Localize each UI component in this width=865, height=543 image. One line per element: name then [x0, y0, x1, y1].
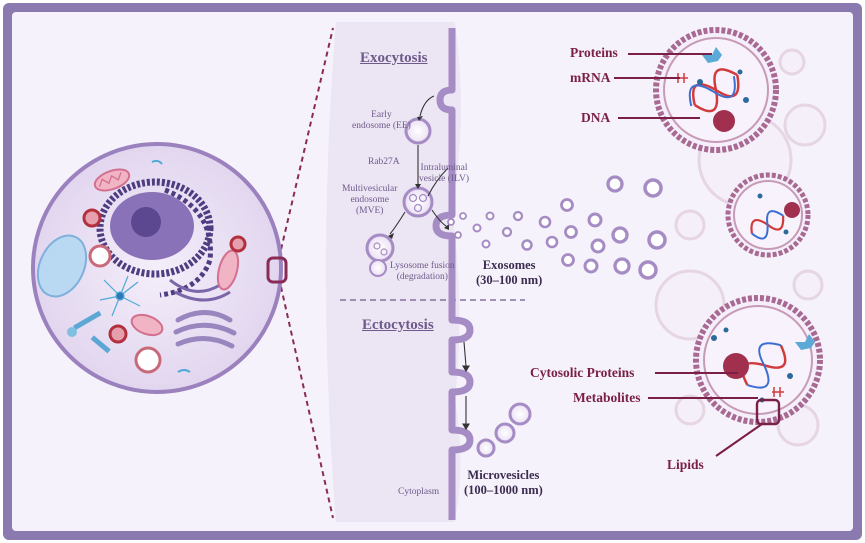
- zoom-line-bottom: [278, 277, 334, 519]
- cell-illustration: [31, 142, 288, 394]
- exocytosis-pathway: [365, 95, 449, 277]
- exosomes-label: Exosomes(30–100 nm): [476, 258, 543, 287]
- exosome-trail: [447, 175, 667, 280]
- zoom-line-top: [278, 27, 334, 259]
- lipid-zoom-box: [755, 398, 781, 426]
- pointer-lines: [614, 53, 763, 457]
- lipids-label: Lipids: [667, 457, 704, 472]
- ev-large-mid: [725, 172, 811, 258]
- lysosome-label: Lysosome fusion(degradation): [390, 261, 455, 282]
- nucleus: [96, 178, 214, 298]
- microvesicles-label: Microvesicles(100–1000 nm): [464, 468, 543, 497]
- cytoplasm-label: Cytoplasm: [398, 487, 440, 497]
- dna-label: DNA: [581, 110, 611, 125]
- centrosome: [99, 275, 141, 317]
- rab27a-label: Rab27A: [368, 157, 400, 167]
- lysosome: [365, 233, 395, 263]
- mitochondria: [93, 168, 240, 337]
- proteins-label: Proteins: [570, 45, 618, 60]
- exocytosis-title: Exocytosis: [360, 50, 428, 66]
- metabolites-label: Metabolites: [573, 390, 641, 405]
- cell-membrane: [31, 142, 283, 394]
- vacuole: [36, 234, 88, 298]
- ectocytosis-title: Ectocytosis: [362, 317, 434, 333]
- plasma-membrane: [432, 28, 474, 520]
- golgi: [173, 310, 237, 349]
- zoom-panel: [326, 22, 461, 522]
- microvesicles: [476, 402, 532, 458]
- cytosolic-proteins-label: Cytosolic Proteins: [530, 365, 635, 380]
- ev-large-bottom: [693, 295, 823, 426]
- mrna-label: mRNA: [570, 70, 611, 85]
- zoom-box: [266, 256, 288, 284]
- lysosomes: [82, 208, 247, 374]
- ev-large-top: [653, 27, 779, 153]
